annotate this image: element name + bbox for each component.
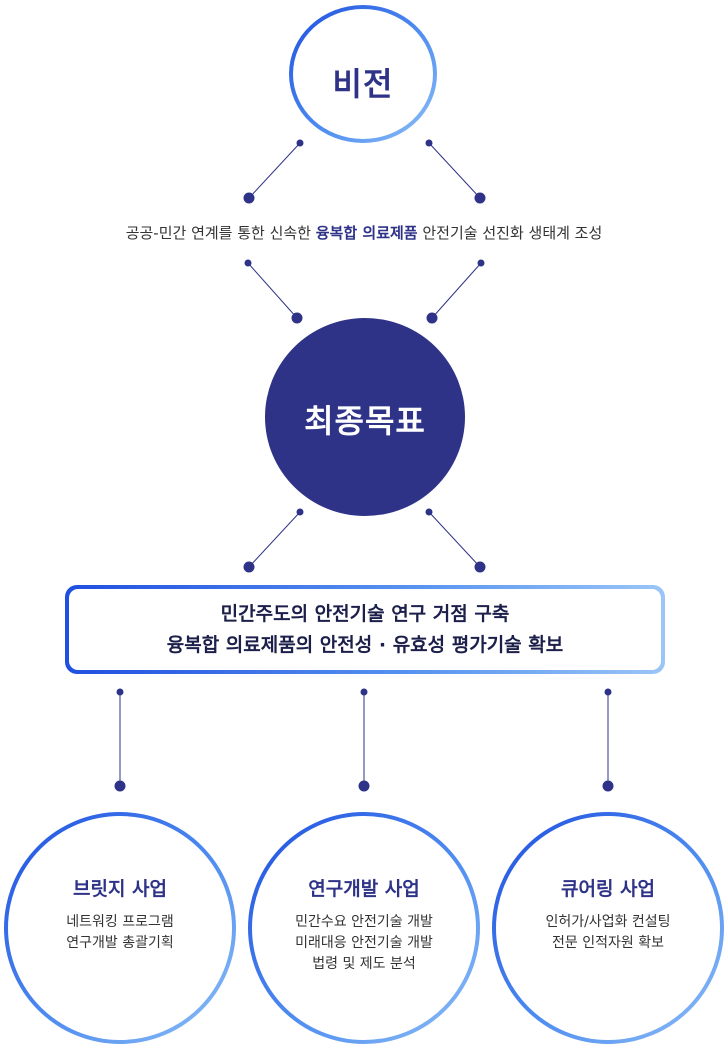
vision-statement-pre: 공공-민간 연계를 통한 신속한 <box>125 224 316 242</box>
business-item: 법령 및 제도 분석 <box>312 956 416 972</box>
business-title: 연구개발 사업 <box>308 878 420 900</box>
business-item: 연구개발 총괄기획 <box>66 935 174 951</box>
vision-circle: 비전 <box>289 5 437 143</box>
vision-statement: 공공-민간 연계를 통한 신속한 융복합 의료제품 안전기술 선진화 생태계 조… <box>0 222 728 243</box>
vision-statement-post: 안전기술 선진화 생태계 조성 <box>417 224 603 242</box>
business-title: 브릿지 사업 <box>72 878 167 900</box>
business-item: 민간수요 안전기술 개발 <box>295 914 433 930</box>
business-item: 인허가/사업화 컨설팅 <box>545 914 671 930</box>
business-circle-bridge: 브릿지 사업 네트워킹 프로그램 연구개발 총괄기획 <box>4 812 236 1044</box>
business-title: 큐어링 사업 <box>560 878 655 900</box>
business-item: 미래대응 안전기술 개발 <box>295 935 433 951</box>
vision-statement-bold: 융복합 의료제품 <box>315 224 418 242</box>
final-goal-line: 민간주도의 안전기술 연구 거점 구축 <box>220 602 510 625</box>
business-item: 네트워킹 프로그램 <box>66 914 174 930</box>
final-goal-circle: 최종목표 <box>265 318 465 516</box>
final-goal-box: 민간주도의 안전기술 연구 거점 구축 융복합 의료제품의 안전성 · 유효성 … <box>65 585 665 674</box>
business-circle-rnd: 연구개발 사업 민간수요 안전기술 개발 미래대응 안전기술 개발 법령 및 제… <box>248 812 480 1044</box>
business-circle-curing: 큐어링 사업 인허가/사업화 컨설팅 전문 인적자원 확보 <box>492 812 724 1044</box>
vision-title: 비전 <box>332 65 394 103</box>
final-goal-title: 최종목표 <box>304 402 426 440</box>
final-goal-line: 융복합 의료제품의 안전성 · 유효성 평가기술 확보 <box>166 633 564 656</box>
business-item: 전문 인적자원 확보 <box>552 935 664 951</box>
